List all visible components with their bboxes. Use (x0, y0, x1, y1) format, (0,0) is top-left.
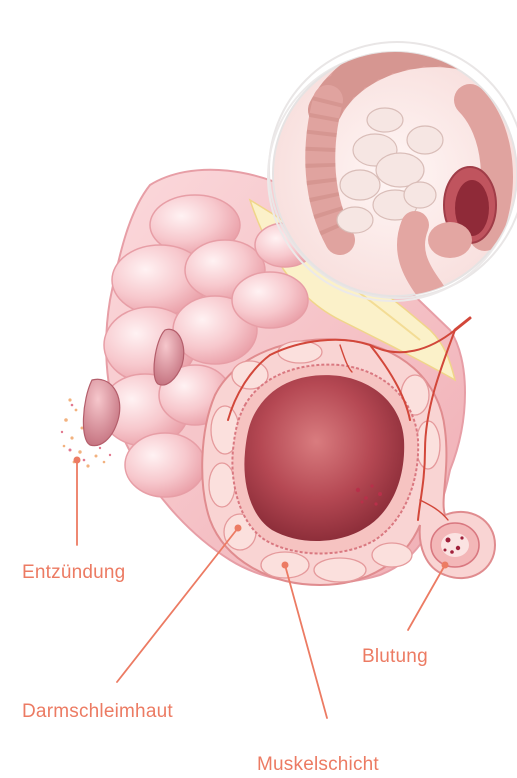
leader-bleeding (408, 565, 445, 630)
label-muscle-layer: Muskelschicht (257, 754, 379, 776)
leader-mucosa (117, 528, 238, 682)
leader-dot-mucosa (235, 525, 242, 532)
label-bleeding: Blutung (362, 646, 428, 668)
leader-dot-muscle (282, 562, 289, 569)
leader-muscle (285, 565, 327, 718)
label-inflammation: Entzündung (22, 562, 125, 584)
label-mucosa: Darmschleimhaut (22, 701, 173, 723)
leader-dot-bleeding (442, 562, 449, 569)
leader-dot-inflammation (74, 457, 81, 464)
